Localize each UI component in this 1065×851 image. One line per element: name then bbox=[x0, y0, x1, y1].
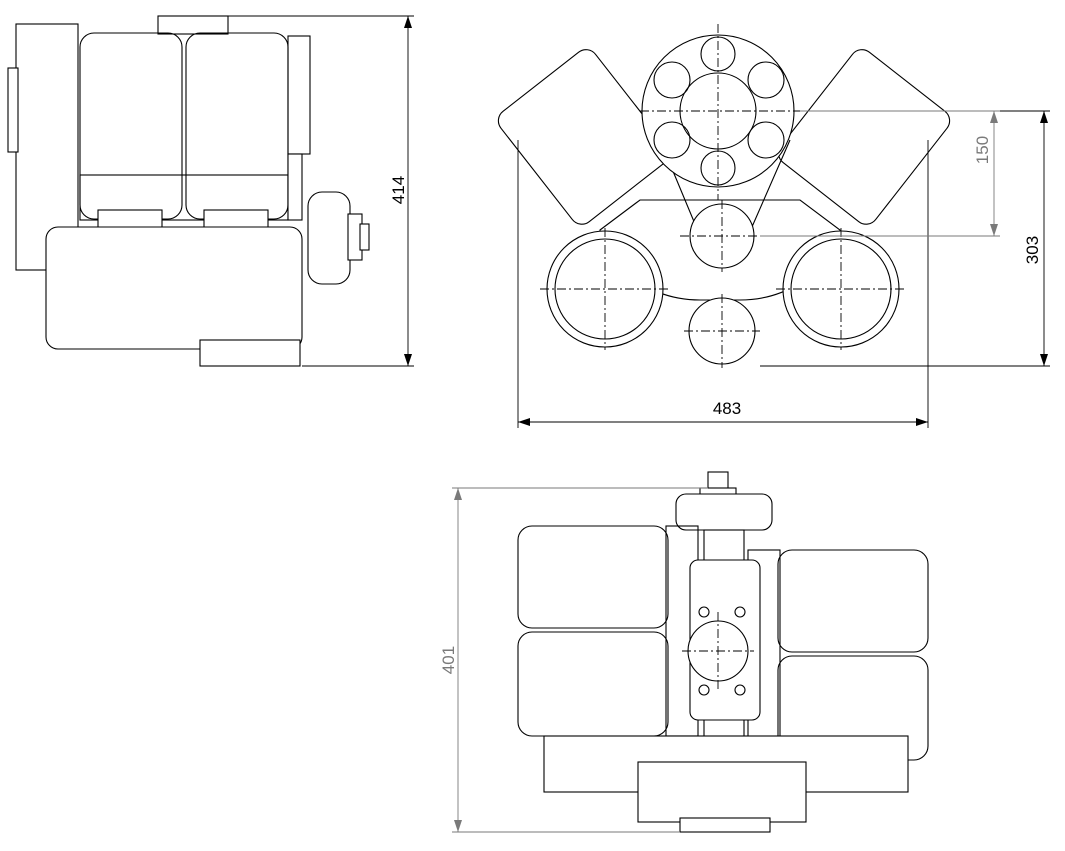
top-block-left-2 bbox=[517, 631, 669, 737]
front-right-bank bbox=[777, 49, 951, 225]
top-block-left-1 bbox=[517, 525, 669, 629]
dim-label-401: 401 bbox=[439, 646, 458, 674]
top-view: 401 bbox=[439, 471, 929, 833]
side-rear-flange bbox=[7, 67, 19, 153]
top-gearbox bbox=[637, 761, 807, 823]
front-left-bank bbox=[497, 49, 671, 225]
side-right-fins bbox=[287, 35, 311, 155]
side-cylinder-block-1 bbox=[79, 32, 183, 220]
side-crankcase bbox=[45, 226, 303, 350]
side-right-block bbox=[287, 153, 303, 221]
side-sump bbox=[199, 339, 301, 367]
dim-label-150: 150 bbox=[973, 136, 992, 164]
front-view: 483 150 303 bbox=[497, 24, 1050, 428]
side-top-plate bbox=[157, 15, 229, 35]
dim-label-483: 483 bbox=[713, 399, 741, 418]
dim-label-303: 303 bbox=[1023, 236, 1042, 264]
dim-label-414: 414 bbox=[389, 176, 408, 204]
side-cylinder-block-2 bbox=[185, 32, 289, 220]
top-pulley bbox=[675, 493, 773, 531]
side-view: 414 bbox=[7, 15, 414, 367]
side-pulley bbox=[307, 191, 351, 285]
top-block-right-1 bbox=[777, 549, 929, 653]
side-hub-nut bbox=[359, 223, 370, 251]
